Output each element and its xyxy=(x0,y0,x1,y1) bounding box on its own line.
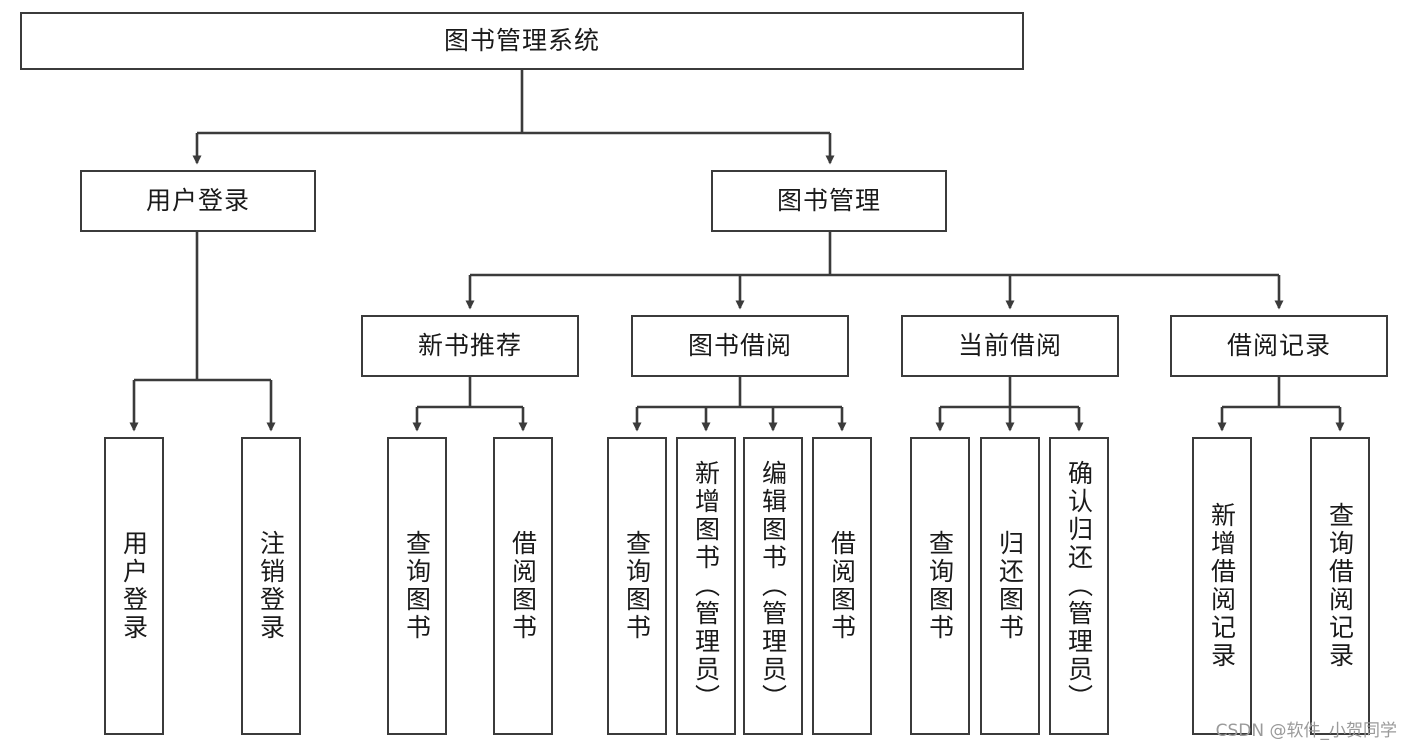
node-book-manage[interactable]: 图书管理 xyxy=(711,170,947,232)
leaf-query-book-2[interactable]: 查询图书 xyxy=(607,437,667,735)
leaf-query-record[interactable]: 查询借阅记录 xyxy=(1310,437,1370,735)
node-borrow-record-label: 借阅记录 xyxy=(1226,331,1331,361)
node-new-book-recommend-label: 新书推荐 xyxy=(417,331,522,361)
leaf-edit-book[interactable]: 编辑图书（管理员） xyxy=(743,437,803,735)
node-current-borrow-label: 当前借阅 xyxy=(957,331,1062,361)
leaf-return-book-label: 归还图书 xyxy=(995,530,1025,642)
leaf-query-book-3-label: 查询图书 xyxy=(925,530,955,642)
node-user-login[interactable]: 用户登录 xyxy=(80,170,316,232)
leaf-borrow-book-2-label: 借阅图书 xyxy=(827,530,857,642)
leaf-borrow-book-1-label: 借阅图书 xyxy=(508,530,538,642)
leaf-user-logout[interactable]: 注销登录 xyxy=(241,437,301,735)
leaf-query-book-3[interactable]: 查询图书 xyxy=(910,437,970,735)
leaf-edit-book-label: 编辑图书（管理员） xyxy=(758,460,788,712)
leaf-borrow-book-2[interactable]: 借阅图书 xyxy=(812,437,872,735)
node-root-label: 图书管理系统 xyxy=(443,26,600,56)
leaf-query-book-2-label: 查询图书 xyxy=(622,530,652,642)
leaf-query-record-label: 查询借阅记录 xyxy=(1325,502,1355,670)
leaf-confirm-return-label: 确认归还（管理员） xyxy=(1064,460,1094,712)
node-root[interactable]: 图书管理系统 xyxy=(20,12,1024,70)
leaf-user-logout-label: 注销登录 xyxy=(256,530,286,642)
node-book-borrow-label: 图书借阅 xyxy=(687,331,792,361)
leaf-user-login[interactable]: 用户登录 xyxy=(104,437,164,735)
leaf-query-book-1-label: 查询图书 xyxy=(402,530,432,642)
leaf-user-login-label: 用户登录 xyxy=(119,530,149,642)
node-borrow-record[interactable]: 借阅记录 xyxy=(1170,315,1388,377)
leaf-borrow-book-1[interactable]: 借阅图书 xyxy=(493,437,553,735)
leaf-confirm-return[interactable]: 确认归还（管理员） xyxy=(1049,437,1109,735)
leaf-add-book-label: 新增图书（管理员） xyxy=(691,460,721,712)
watermark: CSDN @软件_小贺同学 xyxy=(1215,721,1397,741)
node-book-manage-label: 图书管理 xyxy=(776,186,881,216)
node-book-borrow[interactable]: 图书借阅 xyxy=(631,315,849,377)
leaf-add-record[interactable]: 新增借阅记录 xyxy=(1192,437,1252,735)
leaf-add-book[interactable]: 新增图书（管理员） xyxy=(676,437,736,735)
leaf-return-book[interactable]: 归还图书 xyxy=(980,437,1040,735)
node-new-book-recommend[interactable]: 新书推荐 xyxy=(361,315,579,377)
node-current-borrow[interactable]: 当前借阅 xyxy=(901,315,1119,377)
node-user-login-label: 用户登录 xyxy=(145,186,250,216)
leaf-query-book-1[interactable]: 查询图书 xyxy=(387,437,447,735)
leaf-add-record-label: 新增借阅记录 xyxy=(1207,502,1237,670)
